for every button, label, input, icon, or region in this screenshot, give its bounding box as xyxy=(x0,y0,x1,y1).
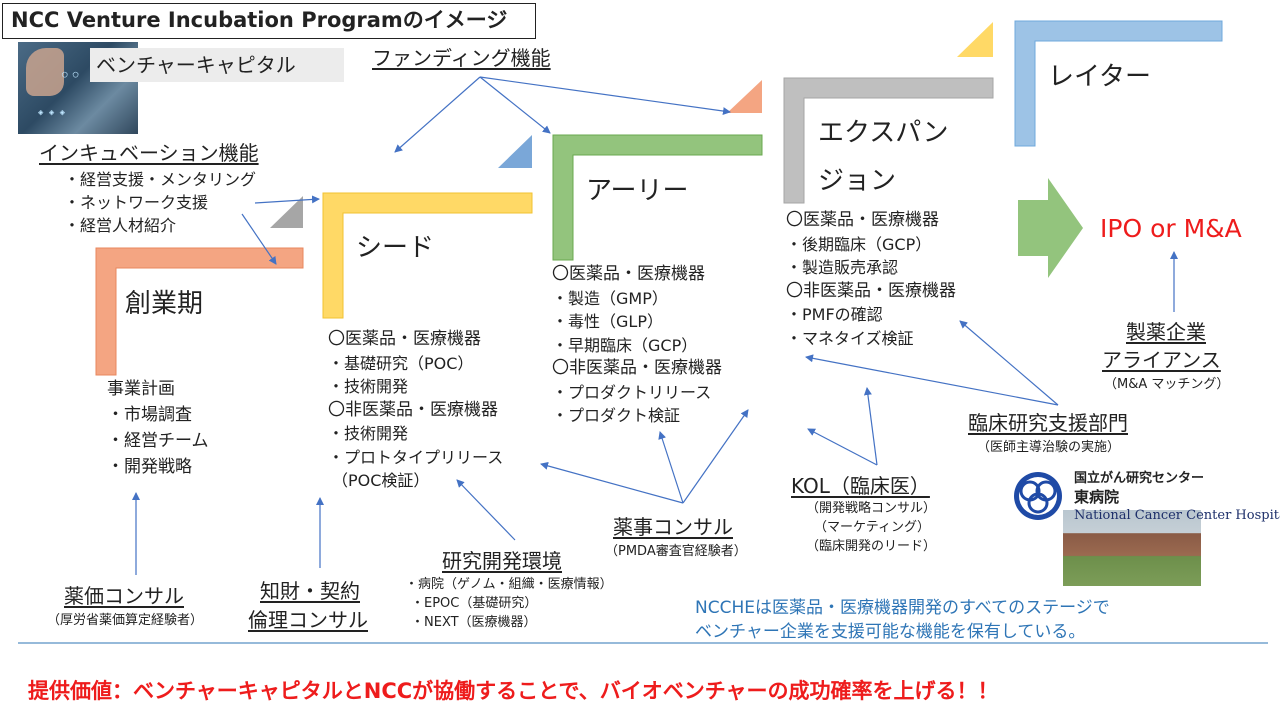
corner-triangle-blue xyxy=(498,135,532,168)
expansion-list-item: ・PMFの確認 xyxy=(786,305,883,324)
early-list-item: ・プロダクトリリース xyxy=(552,382,712,402)
early-list-item: ・製造（GMP） xyxy=(552,288,668,308)
kol-sub: （開発戦略コンサル） xyxy=(806,501,937,516)
ncche-message-line: ベンチャー企業を支援可能な機能を保有している。 xyxy=(695,622,1086,642)
regulatory-sub: （PMDA審査官経験者） xyxy=(605,544,747,559)
stage-early-label: アーリー xyxy=(586,176,689,206)
corner-triangle-orange xyxy=(727,80,762,113)
pharma-alliance-title-2: アライアンス xyxy=(1102,348,1221,372)
corner-triangle-gray xyxy=(270,196,303,228)
seed-list: 〇医薬品・医療機器 ・基礎研究（POC） ・技術開発 〇非医薬品・医療機器 ・技… xyxy=(328,328,503,493)
pharma-alliance-sub: （M&A マッチング） xyxy=(1104,377,1230,392)
sogyo-list: 事業計画 ・市場調査 ・経営チーム ・開発戦略 xyxy=(107,376,209,480)
incubation-item: ・経営人材紹介 xyxy=(64,216,177,235)
seed-list-item: ・技術開発 xyxy=(328,377,409,396)
clinical-support-sub: （医師主導治験の実施） xyxy=(977,440,1121,455)
stage-later-shape xyxy=(1014,20,1223,147)
early-list-item: ・プロダクト検証 xyxy=(552,406,681,425)
incubation-item: ・経営支援・メンタリング xyxy=(64,170,257,189)
incubation-title: インキュベーション機能 xyxy=(39,141,259,165)
rd-env-item: ・病院（ゲノム・組織・医療情報） xyxy=(405,577,613,592)
early-list-item: 〇医薬品・医療機器 xyxy=(552,264,705,284)
kol-title: KOL（臨床医） xyxy=(791,474,930,498)
early-list-item: ・毒性（GLP） xyxy=(552,312,663,331)
kol-sub: （マーケティング） xyxy=(814,520,930,535)
early-list-item: 〇非医薬品・医療機器 xyxy=(552,358,722,378)
pharma-alliance-title-1: 製薬企業 xyxy=(1126,320,1206,344)
corner-triangle-yellow xyxy=(957,22,993,57)
stage-expansion-label-1: エクスパン xyxy=(818,118,949,148)
ncc-logo-en: National Cancer Center Hospital East xyxy=(1074,508,1280,523)
seed-list-item: 〇医薬品・医療機器 xyxy=(328,329,481,349)
regulatory-title: 薬事コンサル xyxy=(613,515,733,539)
expansion-list-item: ・製造販売承認 xyxy=(786,258,899,277)
sogyo-list-head: 事業計画 xyxy=(107,379,175,399)
expansion-list-item: 〇非医薬品・医療機器 xyxy=(786,280,956,301)
expansion-list-item: 〇医薬品・医療機器 xyxy=(786,210,939,230)
page-title: NCC Venture Incubation Programのイメージ xyxy=(2,3,536,39)
ipo-arrow xyxy=(1018,178,1083,278)
sogyo-list-item: ・開発戦略 xyxy=(107,457,192,477)
stage-seed-shape xyxy=(322,192,533,319)
ncc-logo-text: 国立がん研究センター 東病院 National Cancer Center Ho… xyxy=(1074,470,1280,525)
venture-capital-label: ベンチャーキャピタル xyxy=(90,48,344,82)
incubation-item: ・ネットワーク支援 xyxy=(64,193,209,212)
early-list-item: ・早期臨床（GCP） xyxy=(552,335,698,355)
ip-title-2: 倫理コンサル xyxy=(248,608,368,632)
ncc-building-photo xyxy=(1063,510,1201,586)
price-sub: （厚労省薬価算定経験者） xyxy=(47,613,204,628)
funding-label: ファンディング機能 xyxy=(372,46,551,70)
rd-env-item: ・NEXT（医療機器） xyxy=(411,615,537,630)
incubation-list: ・経営支援・メンタリング ・ネットワーク支援 ・経営人材紹介 xyxy=(64,168,256,237)
stage-expansion-label-2: ジョン xyxy=(818,166,897,196)
early-list: 〇医薬品・医療機器 ・製造（GMP） ・毒性（GLP） ・早期臨床（GCP） 〇… xyxy=(552,263,722,428)
ncc-logo-jp1: 国立がん研究センター xyxy=(1074,471,1205,486)
seed-list-item: 〇非医薬品・医療機器 xyxy=(328,399,498,420)
seed-list-item: ・プロトタイプリリース xyxy=(328,447,504,467)
sogyo-list-item: ・市場調査 xyxy=(107,405,192,425)
expansion-list-item: ・マネタイズ検証 xyxy=(786,328,914,348)
clinical-support-title: 臨床研究支援部門 xyxy=(968,411,1128,435)
rd-env-list: ・病院（ゲノム・組織・医療情報） ・EPOC（基礎研究） ・NEXT（医療機器） xyxy=(405,575,613,632)
seed-list-item: （POC検証） xyxy=(332,471,430,490)
connector-arrows xyxy=(132,76,1178,575)
stage-expansion-shape xyxy=(783,77,994,204)
rd-env-title: 研究開発環境 xyxy=(442,549,562,573)
stage-sogyo-label: 創業期 xyxy=(125,289,204,319)
ncche-message: NCCHEは医薬品・医療機器開発のすべてのステージで ベンチャー企業を支援可能な… xyxy=(695,596,1110,644)
expansion-list-item: ・後期臨床（GCP） xyxy=(786,234,932,254)
kol-sub: （臨床開発のリード） xyxy=(806,539,937,554)
stage-seed-label: シード xyxy=(356,233,435,263)
stage-sogyo-shape xyxy=(95,247,304,376)
ncche-message-line: NCCHEは医薬品・医療機器開発のすべてのステージで xyxy=(695,598,1110,618)
stage-early-shape xyxy=(552,134,763,261)
seed-list-item: ・基礎研究（POC） xyxy=(328,353,474,373)
ip-title-1: 知財・契約 xyxy=(260,579,360,603)
value-proposition: 提供価値：ベンチャーキャピタルとNCCが協働することで、バイオベンチャーの成功確… xyxy=(28,679,999,703)
expansion-list: 〇医薬品・医療機器 ・後期臨床（GCP） ・製造販売承認 〇非医薬品・医療機器 … xyxy=(786,209,956,350)
price-title: 薬価コンサル xyxy=(64,584,184,608)
stage-later-label: レイター xyxy=(1048,62,1151,92)
kol-subs: （開発戦略コンサル） （マーケティング） （臨床開発のリード） xyxy=(806,499,936,556)
ncc-logo-mark xyxy=(1014,472,1062,520)
sogyo-list-item: ・経営チーム xyxy=(107,431,209,451)
ncc-logo-jp2: 東病院 xyxy=(1074,488,1120,506)
ipo-ma-label: IPO or M&A xyxy=(1100,214,1242,243)
seed-list-item: ・技術開発 xyxy=(328,424,409,443)
rd-env-item: ・EPOC（基礎研究） xyxy=(411,596,538,611)
